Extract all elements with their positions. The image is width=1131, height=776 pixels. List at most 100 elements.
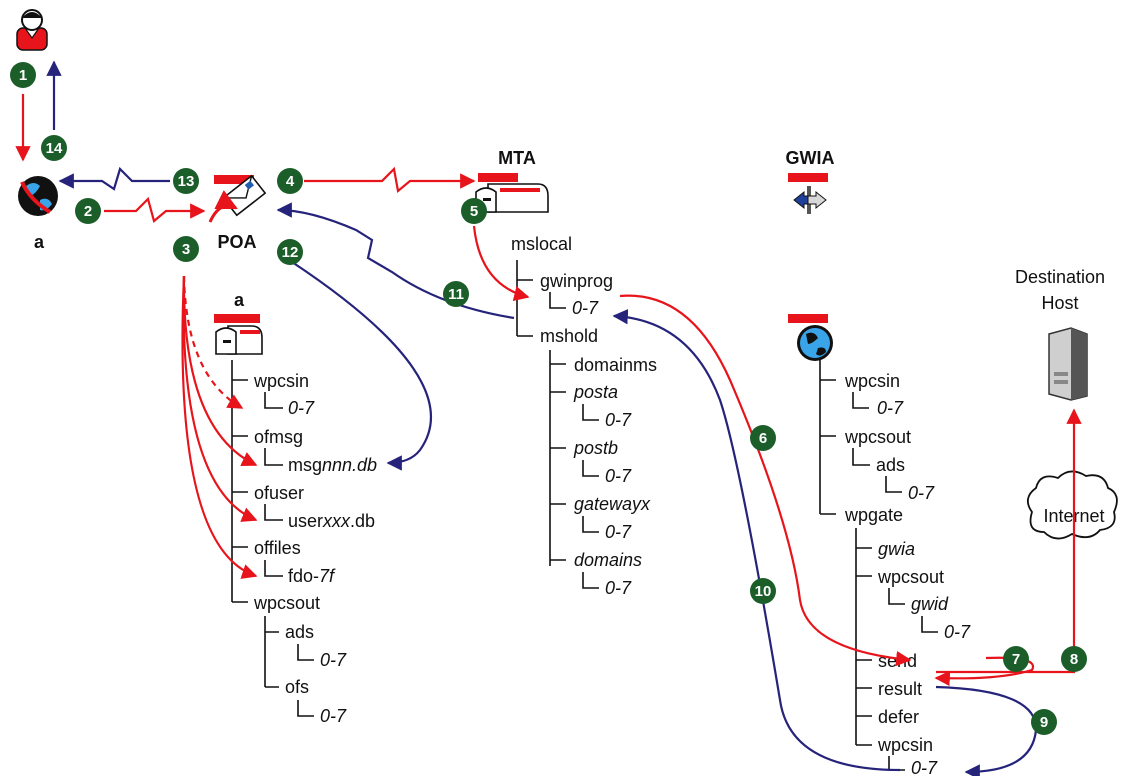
step-badge-10: 10 — [750, 578, 776, 604]
po-offiles: offiles — [254, 538, 301, 558]
po-ofuser-db-prefix: user — [288, 511, 323, 531]
mta-label: MTA — [498, 148, 536, 168]
step-badge-number: 2 — [84, 203, 92, 220]
step-badge-circle — [173, 168, 199, 194]
mta-mailbox-icon — [475, 173, 549, 213]
po-a-label: a — [234, 290, 245, 310]
step-badge-9: 9 — [1031, 709, 1057, 735]
gw-wpcsin: wpcsin — [844, 371, 900, 391]
step-badge-number: 14 — [46, 140, 63, 157]
mta-gatewayx-queue: 0-7 — [605, 522, 632, 542]
step-badge-8: 8 — [1061, 646, 1087, 672]
gw-wpcsin2-queue: 0-7 — [911, 758, 938, 776]
step-badge-circle — [10, 62, 36, 88]
arrow-step-9 — [935, 685, 1038, 776]
gw-gwia: gwia — [878, 539, 915, 559]
gw-wpcsout: wpcsout — [844, 427, 911, 447]
step-badge-circle — [750, 578, 776, 604]
po-offiles-dir: fdo-7f — [288, 566, 336, 586]
mta-gatewayx: gatewayx — [574, 494, 651, 514]
mta-domains: domains — [574, 550, 642, 570]
arrow-step-3-wpcsin — [182, 275, 244, 409]
po-ofs-queue: 0-7 — [320, 706, 347, 726]
step-badge-circle — [75, 198, 101, 224]
internet-cloud-icon — [1026, 470, 1118, 540]
step-badge-circle — [1003, 646, 1029, 672]
mta-gwinprog: gwinprog — [540, 271, 613, 291]
po-ofs: ofs — [285, 677, 309, 697]
destination-host-label-line2: Host — [1041, 293, 1078, 313]
arrow-step-3-offiles — [181, 275, 258, 579]
post-office-mailbox-icon — [214, 314, 263, 355]
destination-host-label-line1: Destination — [1015, 267, 1105, 287]
mta-domains-queue: 0-7 — [605, 578, 632, 598]
gw-ads-queue: 0-7 — [908, 483, 935, 503]
arrow-step-13 — [58, 166, 170, 191]
mta-domainms: domainms — [574, 355, 657, 375]
user-a-label: a — [34, 232, 45, 252]
step-badge-circle — [461, 198, 487, 224]
gw-send: send — [878, 651, 917, 671]
po-ofmsg-db: msgnnn.db — [288, 455, 377, 475]
step-badge-1: 1 — [10, 62, 36, 88]
step-badge-circle — [173, 236, 199, 262]
step-badge-number: 3 — [182, 241, 190, 258]
step-badge-number: 6 — [759, 430, 767, 447]
arrow-step-3-ofmsg — [182, 275, 258, 467]
po-ads: ads — [285, 622, 314, 642]
gw-gwid: gwid — [911, 594, 949, 614]
gw-wpcsout2: wpcsout — [877, 567, 944, 587]
gw-wpcsin2: wpcsin — [877, 735, 933, 755]
po-ofuser: ofuser — [254, 483, 304, 503]
mta-mshold: mshold — [540, 326, 598, 346]
step-badge-5: 5 — [461, 198, 487, 224]
step-badge-3: 3 — [173, 236, 199, 262]
arrow-step-4 — [304, 166, 476, 194]
po-ads-queue: 0-7 — [320, 650, 347, 670]
step-badge-number: 8 — [1070, 651, 1078, 668]
step-badge-number: 7 — [1012, 651, 1020, 668]
mta-gwinprog-queue: 0-7 — [572, 298, 599, 318]
server-icon — [1048, 327, 1088, 401]
arrow-step-12 — [291, 261, 433, 471]
step-badge-number: 10 — [755, 583, 772, 600]
gw-wpcsin-queue: 0-7 — [877, 398, 904, 418]
step-badge-number: 13 — [178, 173, 195, 190]
arrow-step-2 — [104, 196, 206, 223]
arrow-step-3-ofuser — [182, 275, 258, 522]
step-badge-14: 14 — [41, 135, 67, 161]
step-badge-circle — [1061, 646, 1087, 672]
poa-icon — [208, 174, 267, 223]
mta-mslocal: mslocal — [511, 234, 572, 254]
gw-ads: ads — [876, 455, 905, 475]
step-badge-6: 6 — [750, 425, 776, 451]
po-ofuser-db: userxxx.db — [288, 511, 375, 531]
step-badge-4: 4 — [277, 168, 303, 194]
po-wpcsin-queue: 0-7 — [288, 398, 315, 418]
gw-wpgate: wpgate — [844, 505, 903, 525]
step-badge-circle — [1031, 709, 1057, 735]
po-wpcsin: wpcsin — [253, 371, 309, 391]
step-badge-number: 9 — [1040, 714, 1048, 731]
mta-postb: postb — [573, 438, 618, 458]
step-badge-circle — [277, 239, 303, 265]
gwia-gateway-icon — [788, 173, 828, 214]
arrow-step-10 — [612, 309, 901, 772]
mta-postb-queue: 0-7 — [605, 466, 632, 486]
po-ofuser-db-suffix: .db — [350, 511, 375, 531]
step-badge-11: 11 — [443, 281, 469, 307]
step-badge-number: 1 — [19, 67, 27, 84]
step-badge-7: 7 — [1003, 646, 1029, 672]
po-ofmsg-db-var: nnn.db — [322, 455, 377, 475]
po-ofmsg-db-prefix: msg — [288, 455, 322, 475]
gateway-globe-icon — [788, 314, 833, 361]
po-offiles-dir-var: 7f — [319, 566, 336, 586]
po-ofmsg: ofmsg — [254, 427, 303, 447]
step-badge-number: 5 — [470, 203, 478, 220]
user-icon — [16, 9, 48, 51]
step-badge-2: 2 — [75, 198, 101, 224]
mta-posta-queue: 0-7 — [605, 410, 632, 430]
gateway-directory-tree — [819, 360, 938, 771]
step-badge-number: 12 — [282, 244, 299, 261]
